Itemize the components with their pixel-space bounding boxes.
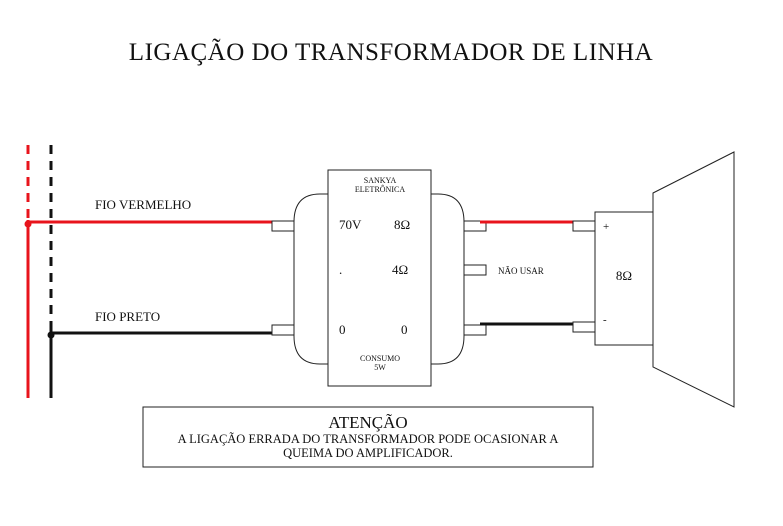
transformer: SANKYA ELETRÔNICA 70V 8Ω . 4Ω 0 0 CONSUM… [271, 169, 487, 387]
line-bus [26, 145, 53, 398]
tap-70v: 70V [339, 217, 362, 232]
terminal-8ohm [463, 220, 487, 232]
warning-line1: A LIGAÇÃO ERRADA DO TRANSFORMADOR PODE O… [178, 432, 559, 446]
speaker-magnet-box [594, 211, 654, 346]
brand-line2: ELETRÔNICA [355, 184, 405, 194]
tap-secondary-0: 0 [401, 322, 408, 337]
tap-dot: . [339, 262, 342, 277]
red-wire-label: FIO VERMELHO [95, 197, 191, 212]
consumo-line1: CONSUMO [360, 354, 400, 363]
terminal-primary-0 [271, 324, 295, 336]
tap-4ohm: 4Ω [392, 262, 408, 277]
tap-8ohm: 8Ω [394, 217, 410, 232]
output-wires: NÃO USAR [480, 220, 584, 326]
consumo-line2: 5W [374, 363, 386, 372]
terminal-70v [271, 220, 295, 232]
black-junction [47, 331, 55, 339]
warning-box: ATENÇÃO A LIGAÇÃO ERRADA DO TRANSFORMADO… [142, 406, 594, 468]
black-wire-label: FIO PRETO [95, 309, 160, 324]
speaker-plus-label: + [603, 221, 609, 233]
warning-border [142, 406, 594, 468]
speaker: + - 8Ω [572, 151, 735, 408]
brand-line1: SANKYA [364, 176, 397, 185]
warning-line2: QUEIMA DO AMPLIFICADOR. [283, 446, 453, 460]
terminal-4ohm [463, 264, 487, 276]
input-wires: FIO VERMELHO FIO PRETO [24, 197, 272, 339]
speaker-impedance-label: 8Ω [616, 268, 632, 283]
terminal-secondary-0 [463, 324, 487, 336]
speaker-terminal-plus [572, 220, 596, 232]
diagram-title: LIGAÇÃO DO TRANSFORMADOR DE LINHA [129, 38, 653, 66]
transformer-plate [327, 169, 432, 387]
red-junction [24, 220, 32, 228]
nao-usar-label: NÃO USAR [498, 266, 544, 276]
speaker-terminal-minus [572, 321, 596, 333]
speaker-minus-label: - [603, 314, 607, 326]
warning-heading: ATENÇÃO [328, 413, 407, 432]
tap-primary-0: 0 [339, 322, 346, 337]
speaker-cone [652, 151, 735, 408]
